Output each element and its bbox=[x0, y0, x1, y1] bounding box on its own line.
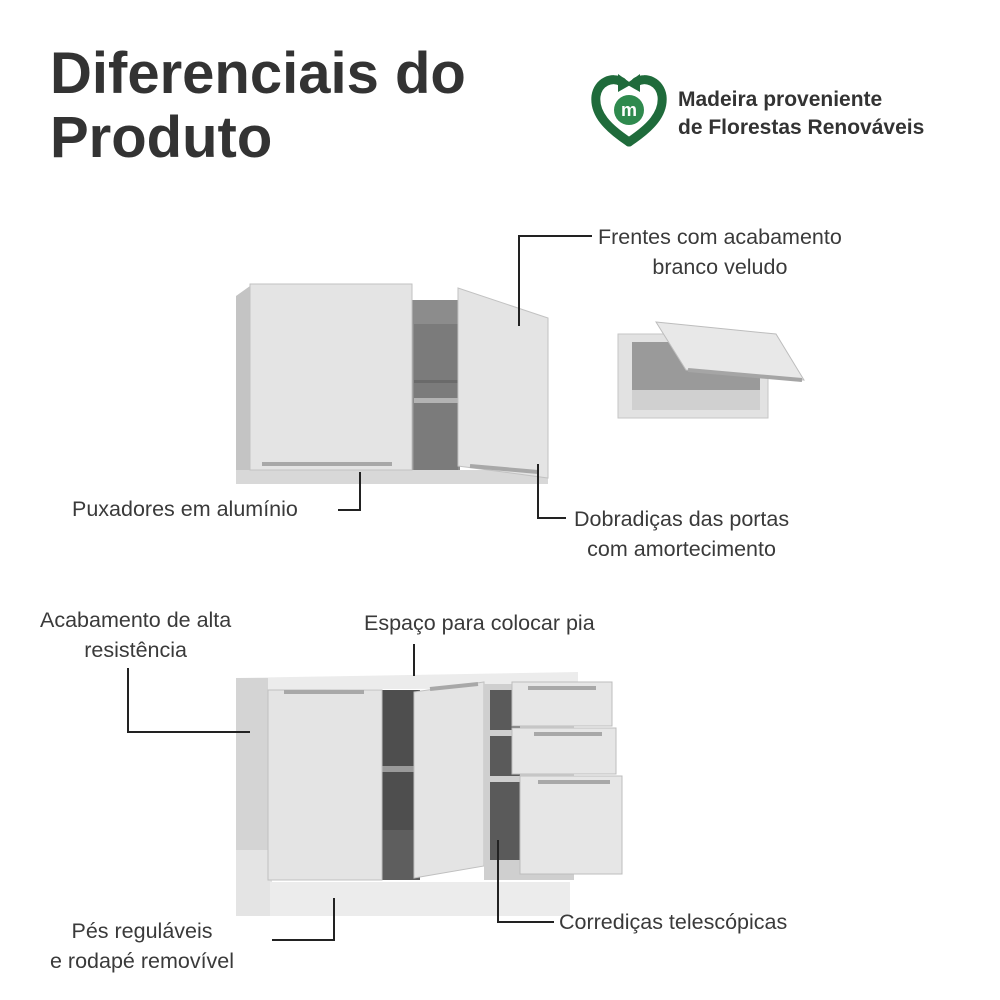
callout-hinges: Dobradiças das portas com amortecimento bbox=[574, 504, 789, 564]
seal-text-line1: Madeira proveniente bbox=[678, 88, 883, 111]
seal-text: Madeira proveniente de Florestas Renováv… bbox=[678, 86, 924, 142]
callout-finish-line2: resistência bbox=[84, 638, 187, 662]
leader-hinges bbox=[537, 464, 566, 519]
page-title-line2: Produto bbox=[50, 105, 273, 170]
callout-fronts: Frentes com acabamento branco veludo bbox=[598, 222, 842, 282]
leader-feet bbox=[272, 898, 335, 941]
callout-fronts-line2: branco veludo bbox=[652, 255, 788, 279]
leader-slides bbox=[497, 840, 554, 923]
leader-lines bbox=[127, 235, 592, 941]
callout-finish: Acabamento de alta resistência bbox=[40, 605, 231, 665]
base-cabinet bbox=[236, 672, 623, 916]
wall-cabinet-flip-up bbox=[617, 321, 805, 419]
leader-finish bbox=[127, 668, 250, 733]
callout-handles: Puxadores em alumínio bbox=[72, 497, 298, 521]
callout-feet: Pés reguláveis e rodapé removível bbox=[50, 916, 234, 976]
callout-hinges-line2: com amortecimento bbox=[587, 537, 776, 561]
seal-text-line2: de Florestas Renováveis bbox=[678, 116, 925, 139]
recycle-m-heart-icon: m bbox=[591, 74, 667, 147]
callout-fronts-line1: Frentes com acabamento bbox=[598, 225, 842, 249]
wall-cabinet-two-doors bbox=[236, 283, 549, 484]
callout-feet-line1: Pés reguláveis bbox=[71, 919, 213, 943]
leader-handles bbox=[338, 472, 361, 511]
callout-slides: Corrediças telescópicas bbox=[559, 910, 788, 934]
callout-feet-line2: e rodapé removível bbox=[50, 949, 235, 973]
leader-fronts bbox=[518, 235, 592, 326]
callout-hinges-line1: Dobradiças das portas bbox=[574, 507, 790, 531]
callout-sink: Espaço para colocar pia bbox=[364, 611, 595, 635]
callout-finish-line1: Acabamento de alta bbox=[40, 608, 232, 632]
svg-text:m: m bbox=[621, 100, 637, 120]
page-title: Diferenciais do Produto bbox=[50, 42, 466, 170]
page-title-line1: Diferenciais do bbox=[50, 41, 466, 106]
